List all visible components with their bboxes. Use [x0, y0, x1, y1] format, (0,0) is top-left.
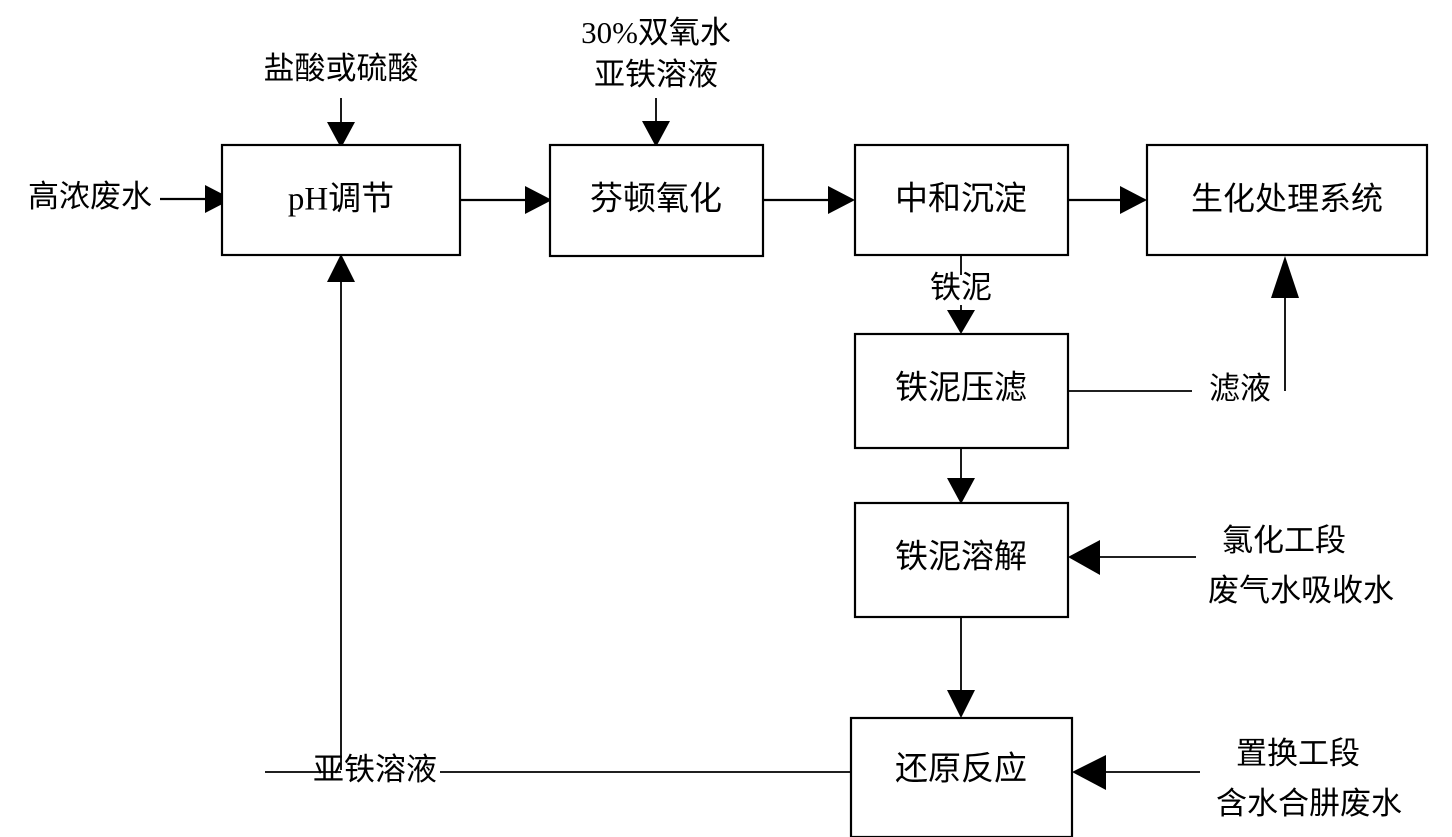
- node-reduction-reaction[interactable]: 还原反应: [849, 716, 1074, 837]
- label-peroxide-line1: 30%双氧水: [581, 15, 731, 50]
- arrow-head-icon: [947, 690, 975, 718]
- arrow-head-icon: [642, 121, 670, 147]
- label-displacement-line2: 含水合肼废水: [1216, 786, 1402, 821]
- edge-dissolve-to-reduce: [947, 616, 975, 718]
- label-chlorination-line2: 废气水吸收水: [1208, 573, 1394, 608]
- label-acid: 盐酸或硫酸: [264, 51, 419, 86]
- arrow-head-icon: [1120, 186, 1147, 214]
- arrow-head-icon: [1068, 540, 1100, 575]
- node-ph-adjustment[interactable]: pH调节: [220, 143, 462, 257]
- arrow-head-icon: [828, 186, 855, 214]
- arrow-head-icon: [327, 254, 355, 282]
- node-iron-sludge-filter-press[interactable]: 铁泥压滤: [853, 332, 1070, 450]
- edge-influent-to-ph: [160, 185, 232, 213]
- node-iron-sludge-dissolution[interactable]: 铁泥溶解: [853, 501, 1070, 619]
- edge-neutralize-to-press: [947, 255, 975, 334]
- node-ph-adjustment-label: pH调节: [288, 182, 394, 218]
- label-peroxide-line2: 亚铁溶液: [594, 57, 718, 92]
- node-iron-sludge-filter-press-label: 铁泥压滤: [895, 370, 1027, 407]
- node-neutralization-precipitation[interactable]: 中和沉淀: [853, 143, 1070, 257]
- edge-displacement-to-reduce: [1072, 755, 1200, 790]
- node-fenton-oxidation-label: 芬顿氧化: [590, 181, 722, 218]
- arrow-head-icon: [947, 478, 975, 504]
- node-neutralization-precipitation-label: 中和沉淀: [895, 181, 1027, 218]
- label-displacement-line1: 置换工段: [1236, 736, 1360, 771]
- edge-chlorination-to-dissolve: [1068, 540, 1196, 575]
- arrow-head-icon: [327, 122, 355, 148]
- label-influent: 高浓废水: [28, 179, 152, 214]
- label-chlorination-line1: 氯化工段: [1222, 523, 1346, 558]
- arrow-head-icon: [525, 186, 552, 214]
- arrow-head-icon: [1271, 256, 1299, 298]
- node-fenton-oxidation[interactable]: 芬顿氧化: [548, 143, 765, 258]
- node-biochemical-treatment-system[interactable]: 生化处理系统: [1145, 143, 1429, 257]
- node-biochemical-treatment-system-label: 生化处理系统: [1191, 180, 1383, 216]
- arrow-head-icon: [205, 185, 232, 213]
- edge-peroxide-to-fenton: [642, 98, 670, 147]
- label-filtrate: 滤液: [1209, 371, 1271, 406]
- edge-ph-to-fenton: [460, 186, 552, 214]
- edge-press-filtrate-to-bio: [1068, 256, 1299, 392]
- node-iron-sludge-dissolution-label: 铁泥溶解: [895, 539, 1027, 576]
- label-ferrous-return: 亚铁溶液: [313, 752, 437, 787]
- edge-fenton-to-neutralize: [763, 186, 855, 214]
- edge-press-to-dissolve: [947, 448, 975, 504]
- edge-neutralize-to-bio: [1068, 186, 1147, 214]
- node-reduction-reaction-label: 还原反应: [895, 751, 1027, 788]
- edge-ferrous-return-to-ph: [327, 254, 355, 770]
- label-iron-sludge: 铁泥: [930, 270, 992, 305]
- arrow-head-icon: [1072, 755, 1106, 790]
- arrow-head-icon: [947, 310, 975, 334]
- edge-acid-to-ph: [327, 98, 355, 148]
